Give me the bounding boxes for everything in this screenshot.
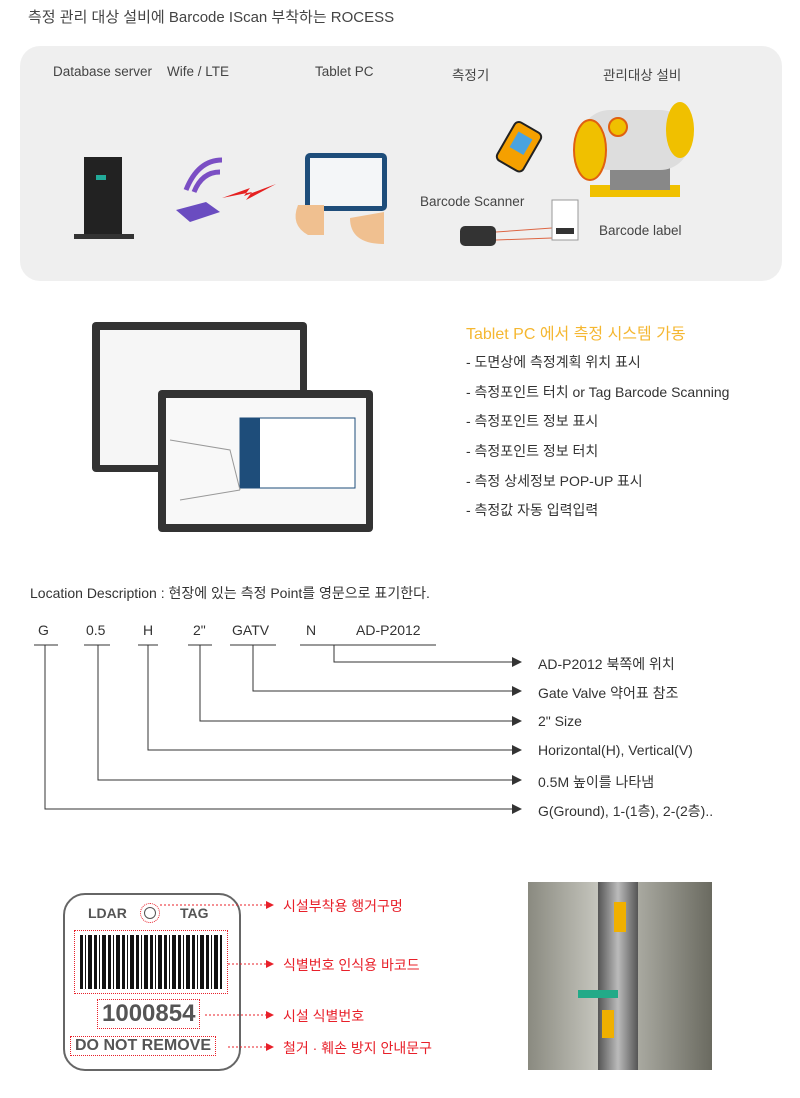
field-photo <box>528 882 712 1070</box>
ldar-tag <box>63 893 241 1071</box>
scanner-icon <box>460 226 553 246</box>
code-orientation: H <box>143 622 154 638</box>
code-reference: AD-P2012 <box>356 622 421 638</box>
code-direction: N <box>306 622 317 638</box>
handheld-meter-icon <box>495 121 543 173</box>
tablet-feature: - 측정포인트 터치 or Tag Barcode Scanning <box>466 384 730 400</box>
tablet-feature: - 측정포인트 정보 표시 <box>466 413 599 429</box>
label-tablet: Tablet PC <box>315 64 374 79</box>
location-desc: 0.5M 높이를 나타냄 <box>538 774 655 790</box>
tablet-section-title: Tablet PC 에서 측정 시스템 가동 <box>466 326 686 343</box>
tag-tag-text: TAG <box>180 905 209 921</box>
annotation-barcode: 식별번호 인식용 바코드 <box>283 957 420 973</box>
tank-icon <box>573 102 694 197</box>
router-icon <box>176 157 223 222</box>
page-title: 측정 관리 대상 설비에 Barcode IScan 부착하는 ROCESS <box>28 9 395 26</box>
location-desc: Horizontal(H), Vertical(V) <box>538 742 693 758</box>
tag-ldar-text: LDAR <box>88 905 127 921</box>
label-barcode-label: Barcode label <box>599 223 682 238</box>
label-meter: 측정기 <box>452 68 490 83</box>
location-desc: G(Ground), 1-(1층), 2-(2층).. <box>538 803 714 819</box>
tag-warning: DO NOT REMOVE <box>70 1036 217 1056</box>
label-database-server: Database server <box>53 64 153 79</box>
annotation-hanger: 시설부착용 행거구멍 <box>283 898 403 914</box>
label-barcode-scanner: Barcode Scanner <box>420 194 525 209</box>
tablet-screenshots <box>92 322 373 532</box>
process-illustration <box>74 102 694 246</box>
label-equipment: 관리대상 설비 <box>603 68 682 83</box>
tablet-feature: - 측정 상세정보 POP-UP 표시 <box>466 473 643 489</box>
location-connectors <box>34 644 522 814</box>
location-desc: AD-P2012 북쪽에 위치 <box>538 656 675 672</box>
annotation-warning: 철거 · 훼손 방지 안내문구 <box>283 1040 433 1056</box>
code-size: 2" <box>193 622 206 638</box>
location-desc: 2" Size <box>538 713 582 729</box>
code-floor: G <box>38 622 49 638</box>
server-icon <box>74 157 134 239</box>
tag-number: 1000854 <box>97 999 201 1029</box>
annotation-number: 시설 식별번호 <box>283 1008 365 1024</box>
tablet-feature: - 측정값 자동 입력입력 <box>466 502 599 518</box>
label-wifi: Wife / LTE <box>167 64 230 79</box>
barcode <box>74 930 228 994</box>
location-heading: Location Description : 현장에 있는 측정 Point를 … <box>30 585 430 601</box>
barcode-label-icon <box>551 199 579 241</box>
tablet-feature: - 측정포인트 정보 터치 <box>466 443 599 459</box>
signal-icon <box>222 184 276 200</box>
code-type: GATV <box>232 622 270 638</box>
tablet-pc-icon <box>295 153 387 244</box>
code-height: 0.5 <box>86 622 106 638</box>
location-desc: Gate Valve 약어표 참조 <box>538 685 679 701</box>
tag-annotation-lines <box>160 901 274 1051</box>
hanger-hole-icon <box>140 903 160 923</box>
tablet-feature: - 도면상에 측정계획 위치 표시 <box>466 354 641 370</box>
